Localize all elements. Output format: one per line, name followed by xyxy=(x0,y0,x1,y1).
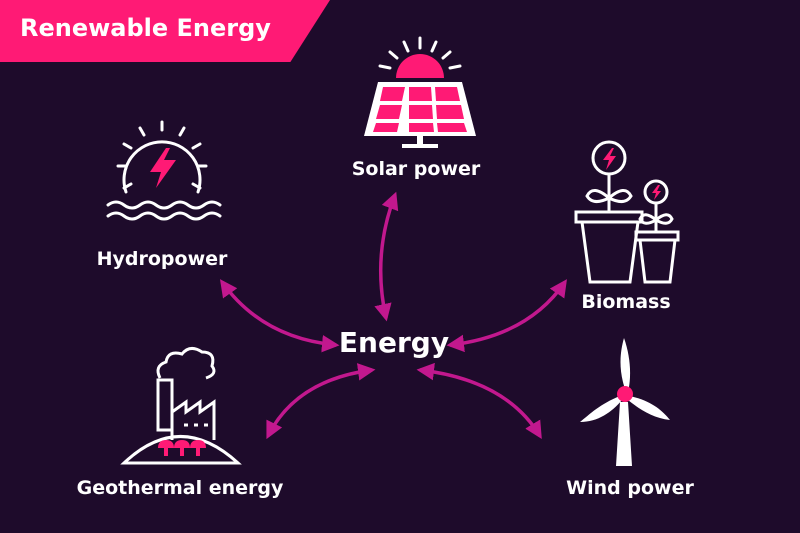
arrow-geothermal xyxy=(266,363,376,440)
title-banner xyxy=(0,0,330,62)
label-hydro: Hydropower xyxy=(97,248,228,270)
label-solar: Solar power xyxy=(352,158,481,180)
arrow-solar xyxy=(374,191,399,322)
arrow-wind xyxy=(416,362,542,439)
potted-plants-icon xyxy=(574,140,680,284)
label-biomass: Biomass xyxy=(581,291,670,313)
arrow-hydro xyxy=(219,279,340,353)
wind-turbine-icon xyxy=(580,338,670,466)
label-wind: Wind power xyxy=(566,477,694,499)
label-center: Energy xyxy=(339,326,449,359)
solar-panel-icon xyxy=(364,36,476,148)
geothermal-plant-icon xyxy=(120,347,242,465)
arrow-biomass xyxy=(446,279,567,353)
water-wheel-icon xyxy=(106,120,222,221)
label-geothermal: Geothermal energy xyxy=(77,477,284,499)
page-title: Renewable Energy xyxy=(20,14,271,42)
